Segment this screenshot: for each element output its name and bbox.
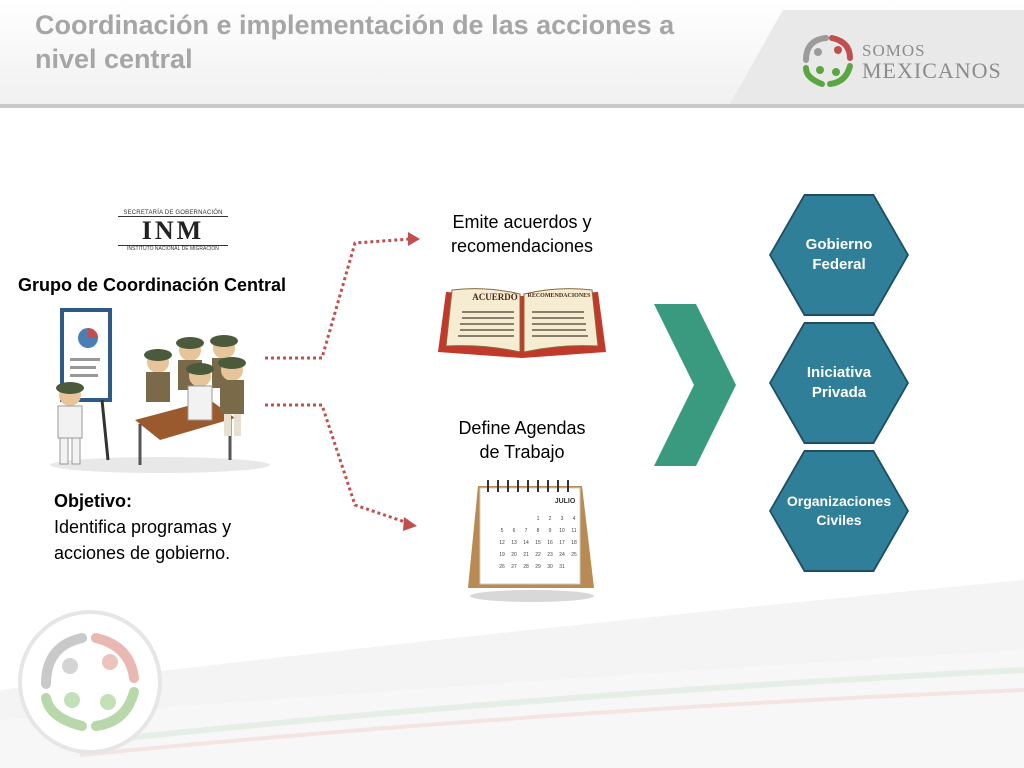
- calendar-day: 23: [547, 552, 553, 558]
- objective-heading: Objetivo:: [54, 491, 133, 511]
- objective-line-1: Identifica programas y: [54, 517, 232, 537]
- calendar-week-row: 1 2 3 4: [496, 516, 580, 528]
- title-line-2: nivel central: [35, 44, 193, 74]
- brand-line-2: MEXICANOS: [862, 58, 1002, 83]
- arrow-to-agreements: [265, 237, 411, 360]
- calendar-day: 14: [523, 540, 529, 546]
- action-1-line-1: Emite acuerdos y: [452, 212, 592, 232]
- calendar-day: 27: [511, 564, 517, 570]
- calendar-day: 29: [535, 564, 541, 570]
- calendar-week-row: 19 20 21 22 23 24 25: [496, 552, 580, 564]
- calendar-day: 19: [499, 552, 505, 558]
- calendar-day: 9: [548, 528, 552, 534]
- sector-1-line-1: Gobierno: [805, 236, 873, 253]
- calendar-day: 18: [571, 540, 577, 546]
- calendar-day: 3: [560, 516, 564, 522]
- calendar-day: 22: [535, 552, 541, 558]
- calendar-day: 17: [559, 540, 565, 546]
- calendar-day: 30: [547, 564, 553, 570]
- calendar-day: 21: [523, 552, 529, 558]
- objective-line-2: acciones de gobierno.: [54, 543, 231, 563]
- calendar-day: 20: [511, 552, 517, 558]
- calendar-day: 24: [559, 552, 565, 558]
- sector-3-line-2: Civiles: [816, 512, 862, 528]
- action-label-agreements: Emite acuerdos y recomendaciones: [412, 210, 632, 258]
- calendar-day: 5: [500, 528, 504, 534]
- book-left-page-title: ACUERDO: [472, 292, 518, 302]
- calendar-day: 10: [559, 528, 565, 534]
- calendar-day: 26: [499, 564, 505, 570]
- calendar-day: 6: [512, 528, 516, 534]
- inm-logo-bottom-text: INSTITUTO NACIONAL DE MIGRACIÓN: [118, 245, 228, 252]
- brand-wordmark: SOMOS MEXICANOS: [862, 41, 1002, 83]
- sector-2-line-2: Privada: [811, 384, 867, 401]
- background-swoosh: [0, 580, 1024, 768]
- calendar-day: 13: [511, 540, 517, 546]
- flow-arrows: [265, 232, 420, 531]
- objective-text: Objetivo: Identifica programas y accione…: [54, 488, 314, 566]
- calendar-day: 28: [523, 564, 529, 570]
- somos-mexicanos-logo-icon: [803, 35, 853, 87]
- inm-logo-top-text: SECRETARÍA DE GOBERNACIÓN: [118, 210, 228, 217]
- calendar-month: JULIO: [554, 498, 576, 505]
- calendar-day: 7: [524, 528, 528, 534]
- action-2-line-2: de Trabajo: [479, 442, 565, 462]
- calendar-day: 16: [547, 540, 553, 546]
- sector-3-line-1: Organizaciones: [786, 493, 892, 509]
- calendar-day: [520, 516, 532, 528]
- book-right-page-title: RECOMENDACIONES: [527, 293, 591, 299]
- calendar-day: [568, 564, 580, 576]
- group-title: Grupo de Coordinación Central: [18, 275, 287, 295]
- calendar-day: 1: [536, 516, 540, 522]
- title-line-1: Coordinación e implementación de las acc…: [35, 10, 675, 40]
- brand-line-1: SOMOS: [862, 41, 926, 60]
- team-meeting-illustration: [50, 308, 270, 473]
- inm-logo-letters: INM: [141, 216, 205, 245]
- action-label-agendas: Define Agendas de Trabajo: [412, 416, 632, 464]
- calendar-day: 8: [536, 528, 540, 534]
- calendar-day: 12: [499, 540, 505, 546]
- page-title: Coordinación e implementación de las acc…: [35, 8, 735, 76]
- book-icon: [438, 288, 606, 358]
- calendar-week-row: 12 13 14 15 16 17 18: [496, 540, 580, 552]
- calendar-week-row: 5 6 7 8 9 10 11: [496, 528, 580, 540]
- sector-1-line-2: Federal: [812, 256, 866, 273]
- chevron-right-icon: [654, 304, 736, 466]
- action-2-line-1: Define Agendas: [458, 418, 586, 438]
- calendar-icon: [468, 480, 594, 602]
- calendar-day: [496, 516, 508, 528]
- arrow-to-agendas: [265, 403, 409, 525]
- calendar-day: 25: [571, 552, 577, 558]
- calendar-day: 15: [535, 540, 541, 546]
- calendar-week-row: 26 27 28 29 30 31: [496, 564, 580, 576]
- calendar-day: 31: [559, 564, 565, 570]
- calendar-day: 2: [548, 516, 552, 522]
- calendar-day: 11: [571, 528, 577, 534]
- inm-logo: SECRETARÍA DE GOBERNACIÓN INM INSTITUTO …: [118, 210, 228, 260]
- calendar-day: 4: [572, 516, 576, 522]
- sector-2-line-1: Iniciativa: [806, 364, 872, 381]
- calendar-day: [508, 516, 520, 528]
- logo-panel: [730, 10, 1024, 104]
- header-divider: [0, 104, 1024, 108]
- watermark-logo-icon: [18, 610, 162, 754]
- action-1-line-2: recomendaciones: [450, 236, 594, 256]
